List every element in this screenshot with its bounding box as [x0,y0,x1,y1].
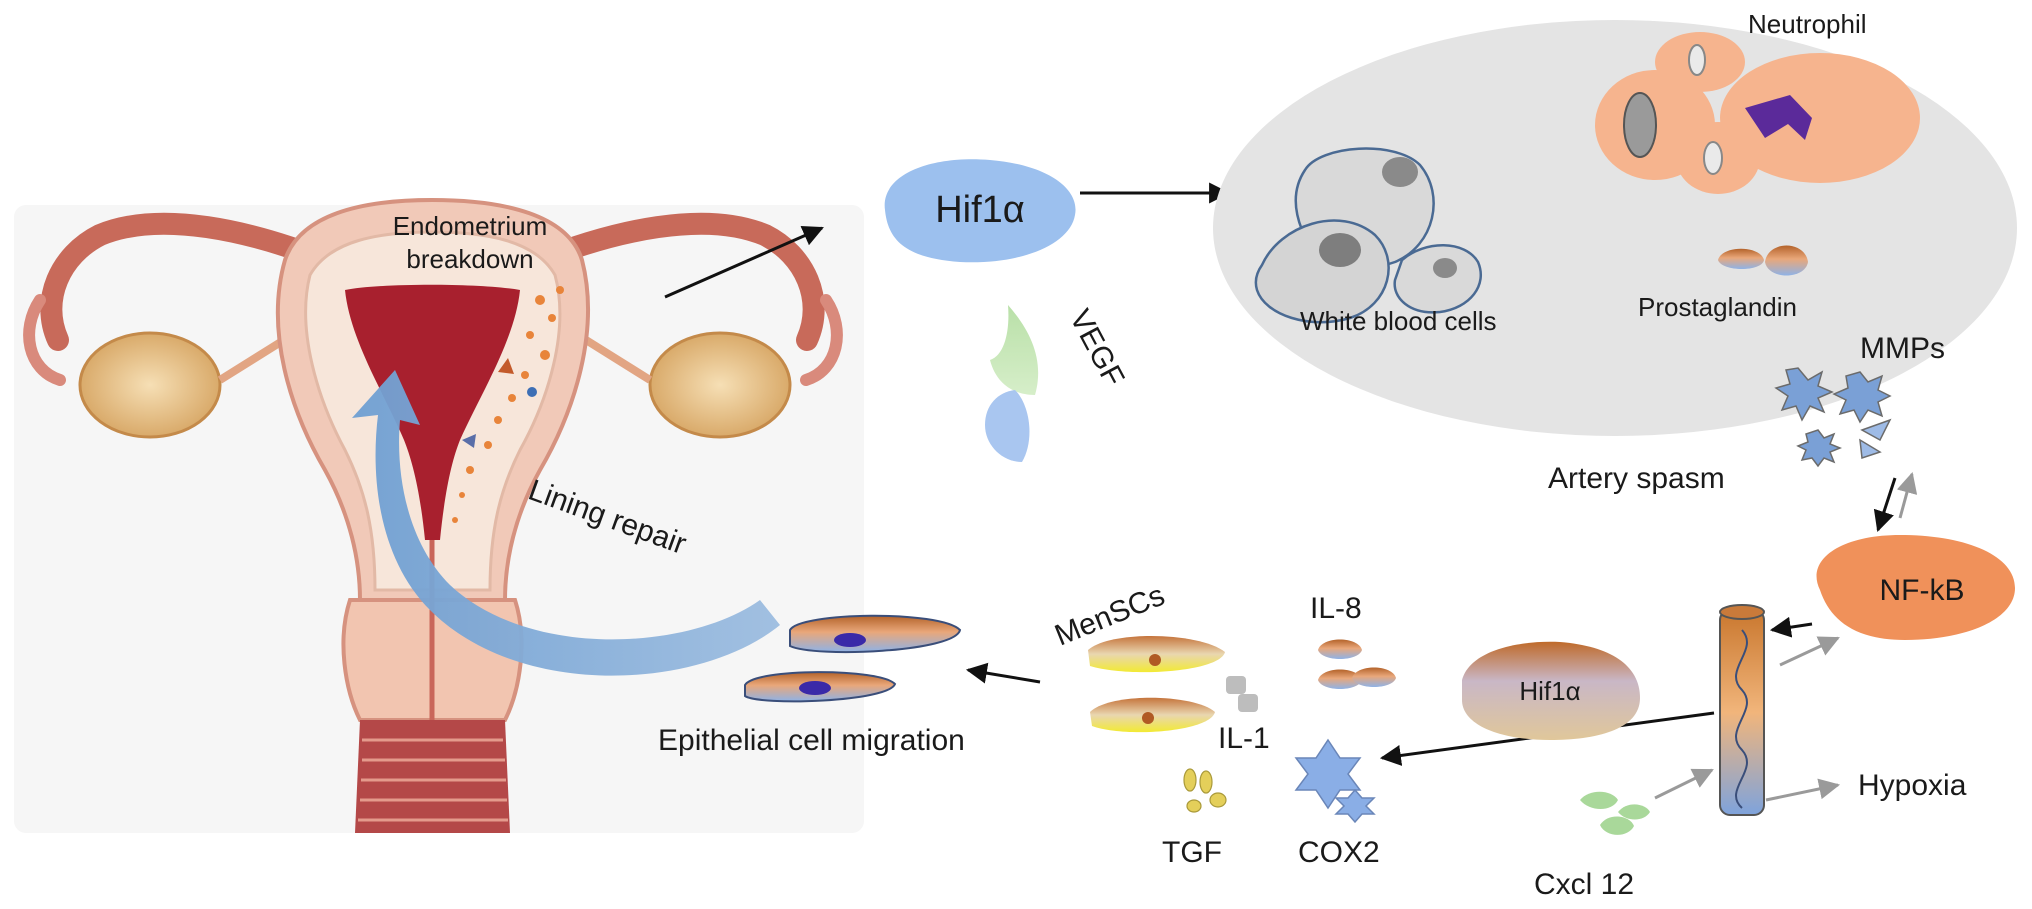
menscs-to-epithelial-arrow [965,662,1041,684]
tgf-label: TGF [1162,836,1222,869]
hif1a-bottom-label: Hif1α [1519,676,1580,706]
vegf-label: VEGF [1063,304,1130,392]
uterus-illustration [14,197,864,833]
tgf-icon [1183,768,1227,813]
nfkb-label: NF-kB [1880,574,1965,607]
artery-spasm-label: Artery spasm [1548,462,1725,495]
il1-label: IL-1 [1218,722,1270,755]
hif1a-top-shape [884,159,1076,263]
prostaglandin-icon [1718,245,1808,276]
lining-repair-arrow [352,370,780,676]
neutrophil-label: Neutrophil [1748,9,1867,39]
il8-icon [1318,639,1396,689]
neutrophil [1595,32,1920,194]
left-ovary [78,331,222,439]
hif1a-bottom-shape [1462,641,1640,740]
cox2-icon [1294,738,1376,824]
nfkb-to-vessel-arrow [1769,616,1813,638]
right-ovary [648,331,792,439]
hif1a-top-label: Hif1α [935,189,1025,231]
breakdown-arrow [664,225,824,299]
white-blood-cells-label: White blood cells [1300,306,1497,336]
menscs-cells [1088,635,1225,733]
vessel-to-hypoxia-arrow [1765,778,1841,802]
epithelial-cells [744,614,962,703]
mmps-to-nfkb-arrow [1873,477,1897,532]
vegf-icon [985,305,1039,462]
cxcl12-label: Cxcl 12 [1534,868,1634,901]
blood-vessel-icon [1719,604,1765,816]
endometrium-label: Endometrium [393,211,548,241]
breakdown-label: breakdown [406,244,533,274]
cxcl12-to-vessel-arrow [1654,768,1714,800]
il8-label: IL-8 [1310,592,1362,625]
nfkb-shape [1816,535,2015,640]
cox2-label: COX2 [1298,836,1380,869]
endometrium-cavity [345,284,520,540]
prostaglandin-label: Prostaglandin [1638,292,1797,322]
mmps-icon [1774,367,1892,468]
white-blood-cells [1254,147,1483,324]
nfkb-to-mmps-arrow [1896,471,1918,519]
endometrium-breakdown-debris [452,286,564,523]
vessel-to-nfkb-arrow [1779,636,1840,667]
cxcl12-icon [1580,791,1650,835]
hypoxia-label: Hypoxia [1858,769,1967,802]
il1-icon [1226,676,1258,712]
mmps-label: MMPs [1860,332,1945,365]
epithelial-migration-label: Epithelial cell migration [658,724,965,757]
